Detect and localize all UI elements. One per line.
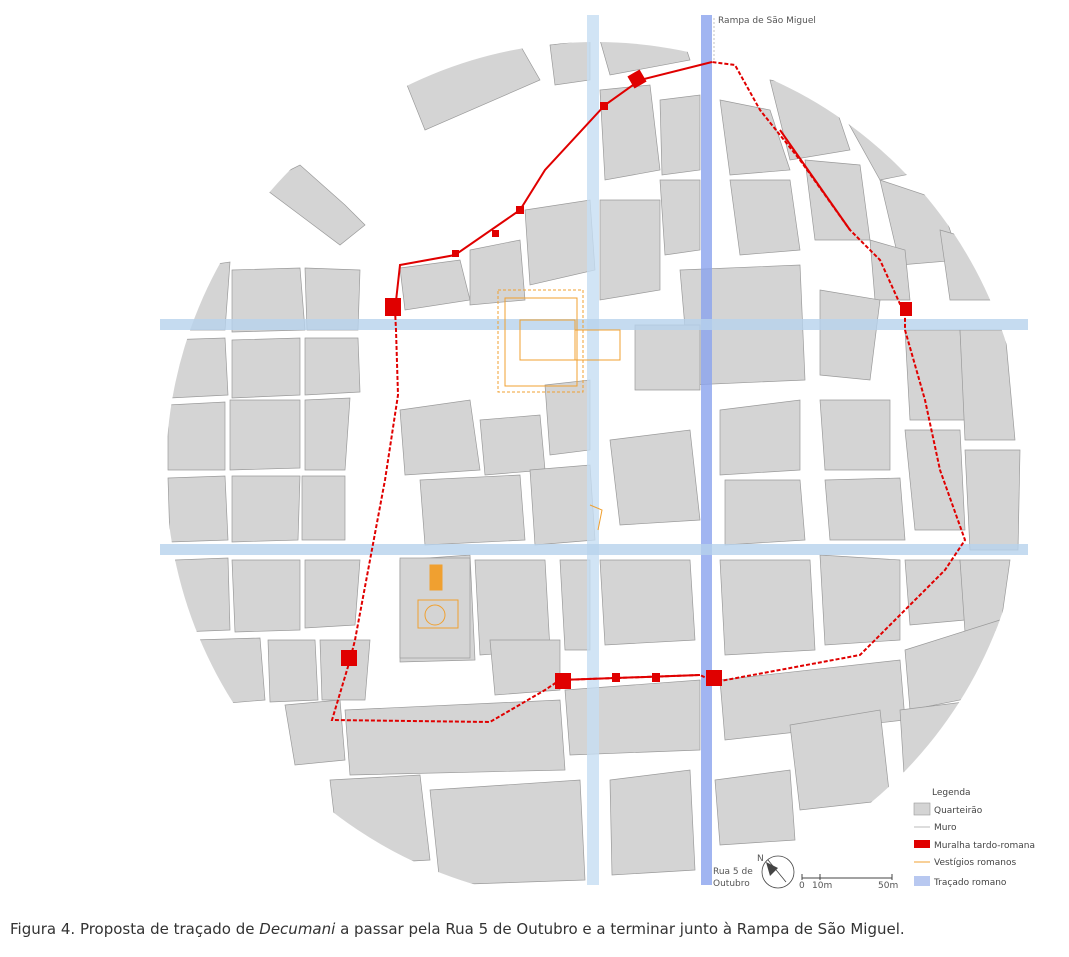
legend-swatch-roman-grid xyxy=(914,876,930,886)
cardo-west xyxy=(587,15,599,885)
scale-bar: 0 10m 50m xyxy=(799,874,898,891)
legend-label-late-roman-wall: Muralha tardo-romana xyxy=(934,841,1035,851)
caption-prefix: Figura 4. Proposta de traçado de xyxy=(10,920,260,938)
legend-swatch-block xyxy=(913,802,931,816)
legend-label-roman-remains: Vestígios romanos xyxy=(934,858,1016,868)
legend-label-wall: Muro xyxy=(934,823,957,833)
scale-10-label: 10m xyxy=(812,881,832,891)
legend: Legenda Quarteirão Muro Muralha tardo-ro… xyxy=(913,788,1035,888)
legend-label-roman-grid: Traçado romano xyxy=(933,878,1007,888)
legend-label-block: Quarteirão xyxy=(934,806,983,816)
north-label: N xyxy=(757,854,764,864)
roman-remains xyxy=(417,289,621,629)
caption-suffix: a passar pela Rua 5 de Outubro e a termi… xyxy=(335,920,905,938)
legend-swatch-late-roman-wall xyxy=(914,840,930,848)
scale-50-label: 50m xyxy=(878,881,898,891)
legend-title: Legenda xyxy=(932,788,971,798)
decumanus-south xyxy=(160,544,1028,555)
north-arrow-icon: N xyxy=(757,854,795,889)
cardo-east xyxy=(701,15,712,885)
rampa-label: Rampa de São Miguel xyxy=(718,16,816,26)
decumanus-north xyxy=(160,319,1028,330)
roman-grid xyxy=(160,15,1028,885)
scale-0-label: 0 xyxy=(799,881,805,891)
figure-caption: Figura 4. Proposta de traçado de Decuman… xyxy=(10,920,905,938)
urban-plan-map: Rampa de São Miguel Rua 5 de Outubro N 0… xyxy=(160,15,1035,891)
rua-label-line2: Outubro xyxy=(713,879,750,889)
late-roman-wall xyxy=(330,61,967,724)
caption-italic: Decumani xyxy=(259,920,336,938)
rua-label-line1: Rua 5 de xyxy=(713,867,753,877)
